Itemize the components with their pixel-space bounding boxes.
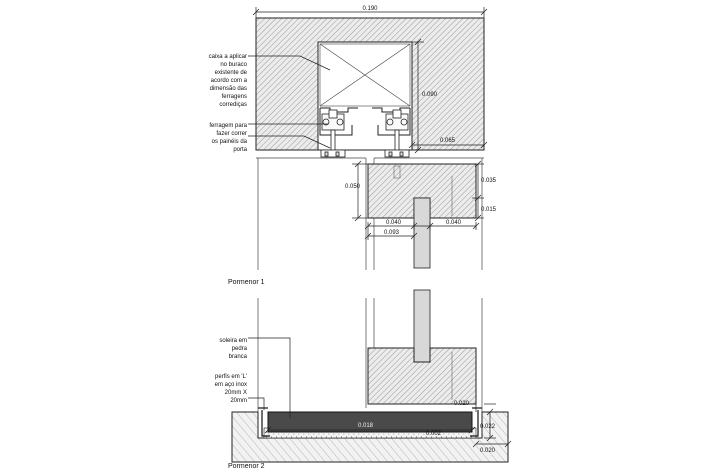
door-panel-1 xyxy=(413,197,431,269)
svg-text:os painéis da: os painéis da xyxy=(212,139,248,145)
detail-2: 0.018 0.020 0.022 0.020 0.002 soleira em… xyxy=(215,289,512,470)
svg-text:ferragem para: ferragem para xyxy=(209,123,247,129)
dim-block-widths xyxy=(364,222,480,240)
dim-sill-width-label: 0.018 xyxy=(358,423,374,429)
bottom-guide-block xyxy=(367,347,477,405)
hardware-note: ferragem para fazer correr os painéis da… xyxy=(209,123,247,153)
dim-top-step-label: 0.035 xyxy=(481,178,497,184)
box-note: caixa a aplicar no buraco existente de a… xyxy=(209,54,248,108)
steel-l-profiles xyxy=(258,407,482,437)
svg-text:ferragens: ferragens xyxy=(222,94,247,100)
dim-sill-gap-label: 0.020 xyxy=(454,401,470,407)
dim-bottom-gap-label: 0.020 xyxy=(480,448,496,454)
svg-text:dimensão das: dimensão das xyxy=(210,86,247,92)
dim-overall-width-label: 0.190 xyxy=(362,6,378,12)
svg-text:fazer correr: fazer correr xyxy=(216,131,247,137)
dim-side-gap-label: 0.002 xyxy=(426,431,442,437)
svg-text:perfis em 'L': perfis em 'L' xyxy=(215,374,247,380)
annotation-leaders-1 xyxy=(248,55,331,149)
stone-sill xyxy=(267,411,473,433)
hardware-rollers xyxy=(320,109,410,158)
svg-text:porta: porta xyxy=(233,147,247,153)
rail-box-cross xyxy=(319,43,411,107)
svg-text:corrediças: corrediças xyxy=(219,102,247,108)
svg-text:20mm: 20mm xyxy=(230,398,247,404)
svg-text:em aço inox: em aço inox xyxy=(215,382,247,388)
dim-right-part-label: 0.040 xyxy=(446,220,462,226)
svg-text:pedra: pedra xyxy=(232,346,248,352)
dim-sill xyxy=(264,403,512,448)
stone-note: soleira em pedra branca xyxy=(219,338,247,360)
svg-text:branca: branca xyxy=(229,354,248,360)
dim-left-part-label: 0.040 xyxy=(386,220,402,226)
detail-2-title: Pormenor 2 xyxy=(228,463,265,470)
dim-overall-width xyxy=(252,7,488,18)
svg-text:caixa a aplicar: caixa a aplicar xyxy=(209,54,247,60)
door-frame-lines-2 xyxy=(257,298,483,412)
svg-text:soleira em: soleira em xyxy=(219,338,247,344)
svg-text:20mm X: 20mm X xyxy=(225,390,247,396)
detail-1: 0.190 xyxy=(209,6,497,286)
dim-right-steps xyxy=(472,160,484,222)
profile-note: perfis em 'L' em aço inox 20mm X 20mm xyxy=(215,374,247,404)
annotation-leaders-2 xyxy=(248,337,291,418)
dim-block-height xyxy=(352,160,368,222)
stone-floor xyxy=(231,411,509,463)
svg-text:acordo com a: acordo com a xyxy=(211,78,248,84)
dim-slot-depth-label: 0.015 xyxy=(481,207,497,213)
rail-profile xyxy=(319,107,411,136)
svg-text:existente de: existente de xyxy=(215,70,248,76)
dim-box-height xyxy=(412,38,424,154)
door-panel-2 xyxy=(413,289,431,363)
dim-box-height-label: 0.090 xyxy=(422,92,438,98)
dim-block-height-label: 0.050 xyxy=(345,184,361,190)
dim-right-offset-label: 0.065 xyxy=(440,138,456,144)
dim-right-offset xyxy=(408,141,488,149)
detail-1-title: Pormenor 1 xyxy=(228,279,265,286)
dim-total-depth-label: 0.093 xyxy=(384,230,400,236)
dim-base-height-label: 0.022 xyxy=(480,424,496,430)
guide-inner-lines xyxy=(393,165,453,216)
svg-text:no buraco: no buraco xyxy=(220,62,247,68)
